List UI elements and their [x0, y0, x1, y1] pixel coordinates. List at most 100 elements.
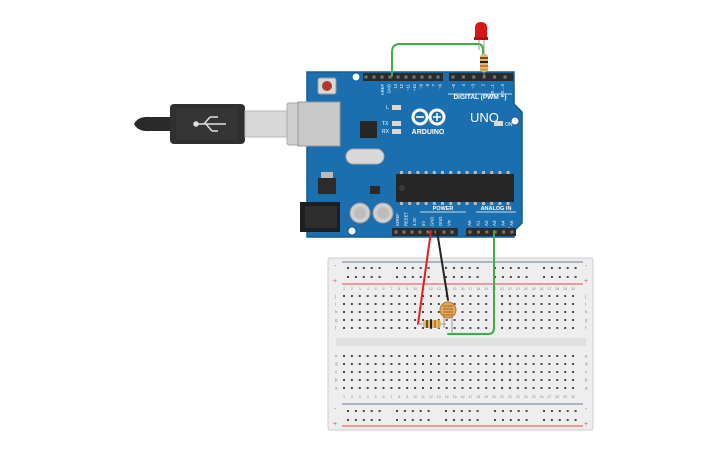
- breadboard-hole[interactable]: [572, 327, 575, 329]
- breadboard-hole[interactable]: [524, 303, 527, 305]
- breadboard-hole[interactable]: [422, 371, 424, 373]
- breadboard-hole[interactable]: [414, 363, 417, 365]
- breadboard-hole[interactable]: [382, 387, 385, 389]
- breadboard-hole[interactable]: [437, 379, 440, 381]
- breadboard-hole[interactable]: [532, 371, 535, 373]
- rail-hole[interactable]: [509, 410, 512, 412]
- breadboard-hole[interactable]: [422, 379, 424, 381]
- breadboard-hole[interactable]: [414, 295, 417, 297]
- rail-hole[interactable]: [419, 276, 422, 278]
- breadboard-hole[interactable]: [572, 355, 575, 357]
- breadboard-hole[interactable]: [540, 295, 543, 297]
- breadboard-hole[interactable]: [343, 371, 345, 373]
- breadboard-hole[interactable]: [532, 363, 535, 365]
- breadboard-hole[interactable]: [572, 371, 575, 373]
- breadboard-hole[interactable]: [382, 355, 385, 357]
- breadboard-hole[interactable]: [572, 303, 575, 305]
- breadboard-hole[interactable]: [501, 327, 503, 329]
- breadboard-hole[interactable]: [422, 319, 424, 321]
- breadboard-hole[interactable]: [382, 363, 385, 365]
- resistor-ldr[interactable]: [418, 320, 446, 328]
- rail-hole[interactable]: [460, 267, 463, 269]
- breadboard-hole[interactable]: [366, 319, 369, 321]
- rail-hole[interactable]: [445, 276, 447, 278]
- breadboard-hole[interactable]: [556, 319, 559, 321]
- rail-hole[interactable]: [347, 276, 349, 278]
- breadboard-hole[interactable]: [469, 303, 472, 305]
- rail-hole[interactable]: [558, 410, 561, 412]
- rail-hole[interactable]: [525, 419, 528, 421]
- breadboard-hole[interactable]: [398, 327, 401, 329]
- breadboard-hole[interactable]: [382, 303, 385, 305]
- breadboard-hole[interactable]: [540, 303, 543, 305]
- breadboard-hole[interactable]: [461, 319, 464, 321]
- breadboard-hole[interactable]: [540, 371, 543, 373]
- breadboard-hole[interactable]: [469, 319, 472, 321]
- breadboard-hole[interactable]: [548, 387, 551, 389]
- breadboard-hole[interactable]: [461, 363, 464, 365]
- rail-hole[interactable]: [378, 410, 381, 412]
- rail-hole[interactable]: [558, 276, 561, 278]
- header-pin-hole[interactable]: [461, 75, 465, 79]
- breadboard-hole[interactable]: [461, 327, 464, 329]
- rail-hole[interactable]: [370, 419, 373, 421]
- breadboard-hole[interactable]: [477, 319, 480, 321]
- breadboard-hole[interactable]: [516, 327, 519, 329]
- breadboard-hole[interactable]: [477, 295, 480, 297]
- breadboard-hole[interactable]: [414, 387, 417, 389]
- breadboard-hole[interactable]: [453, 387, 456, 389]
- rail-hole[interactable]: [460, 410, 463, 412]
- breadboard-hole[interactable]: [374, 355, 377, 357]
- rail-hole[interactable]: [411, 410, 414, 412]
- breadboard-hole[interactable]: [485, 327, 488, 329]
- black-wire-gnd[interactable]: [436, 230, 449, 301]
- breadboard-hole[interactable]: [532, 311, 535, 313]
- breadboard-hole[interactable]: [461, 295, 464, 297]
- breadboard-hole[interactable]: [540, 319, 543, 321]
- breadboard-hole[interactable]: [343, 363, 345, 365]
- header-pin-hole[interactable]: [426, 230, 430, 234]
- rail-hole[interactable]: [558, 419, 561, 421]
- breadboard-hole[interactable]: [422, 387, 424, 389]
- breadboard-hole[interactable]: [453, 379, 456, 381]
- breadboard-hole[interactable]: [390, 355, 393, 357]
- breadboard-hole[interactable]: [501, 295, 503, 297]
- header-pin-hole[interactable]: [412, 75, 416, 79]
- breadboard-hole[interactable]: [374, 371, 377, 373]
- rail-hole[interactable]: [460, 419, 463, 421]
- breadboard-hole[interactable]: [398, 311, 401, 313]
- breadboard-hole[interactable]: [374, 363, 377, 365]
- header-pin-hole[interactable]: [380, 75, 384, 79]
- breadboard-hole[interactable]: [358, 295, 361, 297]
- rail-hole[interactable]: [411, 267, 414, 269]
- header-pin-hole[interactable]: [476, 230, 480, 234]
- breadboard-hole[interactable]: [390, 311, 393, 313]
- breadboard-hole[interactable]: [453, 295, 456, 297]
- breadboard-hole[interactable]: [540, 311, 543, 313]
- breadboard-hole[interactable]: [540, 355, 543, 357]
- header-pin-hole[interactable]: [388, 75, 392, 79]
- rail-hole[interactable]: [354, 419, 357, 421]
- breadboard-hole[interactable]: [414, 371, 417, 373]
- breadboard-hole[interactable]: [398, 355, 401, 357]
- breadboard-hole[interactable]: [485, 311, 488, 313]
- breadboard-hole[interactable]: [366, 379, 369, 381]
- breadboard-hole[interactable]: [461, 355, 464, 357]
- breadboard-hole[interactable]: [422, 327, 424, 329]
- rail-hole[interactable]: [525, 267, 528, 269]
- rail-hole[interactable]: [378, 267, 381, 269]
- breadboard-hole[interactable]: [437, 295, 440, 297]
- breadboard-hole[interactable]: [485, 295, 488, 297]
- breadboard-hole[interactable]: [374, 379, 377, 381]
- breadboard-hole[interactable]: [406, 355, 409, 357]
- breadboard-hole[interactable]: [469, 327, 472, 329]
- rail-hole[interactable]: [411, 276, 414, 278]
- header-pin-hole[interactable]: [503, 75, 507, 79]
- breadboard-hole[interactable]: [437, 387, 440, 389]
- breadboard-hole[interactable]: [469, 363, 472, 365]
- breadboard-hole[interactable]: [508, 303, 511, 305]
- breadboard-hole[interactable]: [422, 303, 424, 305]
- breadboard-hole[interactable]: [422, 363, 424, 365]
- breadboard-hole[interactable]: [414, 355, 417, 357]
- rail-hole[interactable]: [362, 410, 365, 412]
